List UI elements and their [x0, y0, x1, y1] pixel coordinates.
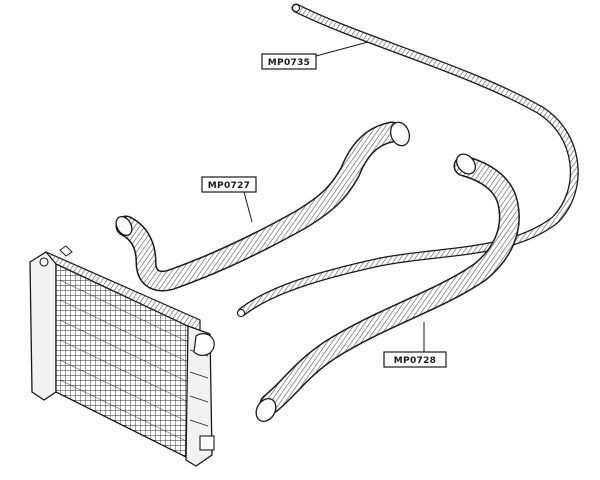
label-mp0728: MP0728 [383, 322, 447, 368]
hose-mp0727-end-lower [115, 216, 133, 236]
radiator-right-tank [185, 325, 213, 467]
hose-mp0728[interactable] [252, 150, 520, 424]
radiator-outlet [193, 333, 215, 356]
hose-mp0735[interactable] [236, 3, 579, 318]
radiator-cap [39, 257, 49, 267]
radiator-left-tank [29, 251, 57, 401]
label-mp0727-text: MP0727 [208, 181, 250, 191]
radiator [29, 245, 215, 467]
label-mp0727: MP0727 [201, 176, 257, 223]
hose-mp0727[interactable] [113, 120, 413, 292]
hose-mp0728-end-upper [455, 153, 477, 175]
hose-mp0727-end-upper [389, 121, 411, 147]
hose-mp0728-end-lower [255, 398, 277, 422]
label-mp0735-text: MP0735 [268, 58, 310, 68]
label-mp0735: MP0735 [261, 41, 369, 70]
label-mp0728-text: MP0728 [394, 356, 436, 366]
